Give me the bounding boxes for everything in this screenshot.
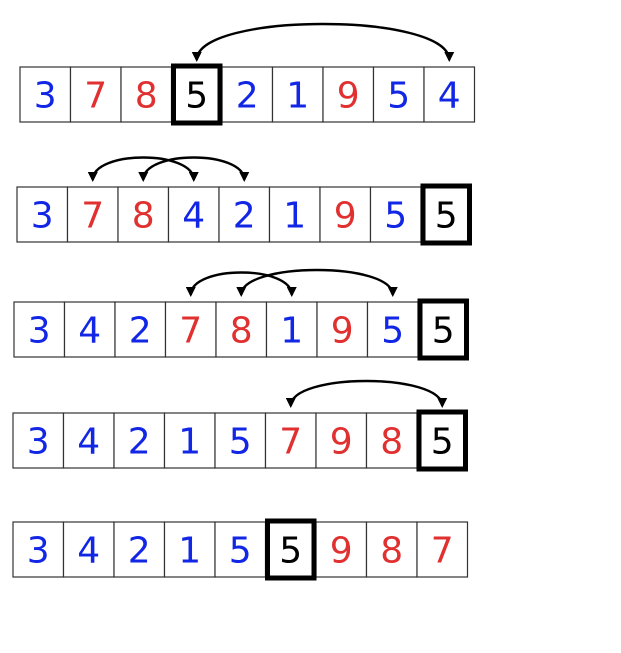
- cell-value: 1: [178, 531, 201, 572]
- array-cell: [114, 301, 167, 358]
- array-cell: [416, 521, 469, 578]
- cell-value: 4: [438, 76, 461, 117]
- array-cell: [62, 412, 115, 469]
- cell-value: 2: [128, 422, 151, 463]
- cell-value: 2: [233, 196, 256, 237]
- array-cell: [215, 301, 268, 358]
- swap-arrow: [236, 268, 398, 297]
- array-cell: [164, 301, 217, 358]
- cell-value: 7: [279, 422, 302, 463]
- cell-value: 5: [381, 311, 404, 352]
- cell-value: 9: [337, 76, 360, 117]
- pivot-cell: [265, 518, 317, 581]
- cell-value: 4: [77, 422, 100, 463]
- cell-value: 9: [330, 531, 353, 572]
- cell-value: 3: [27, 531, 50, 572]
- array-cell: [12, 521, 65, 578]
- cell-value: 5: [229, 531, 252, 572]
- cell-value: 8: [380, 531, 403, 572]
- array-cell: [365, 521, 418, 578]
- cell-value: 7: [84, 76, 107, 117]
- array-cell: [423, 66, 476, 123]
- array-cell: [117, 186, 170, 243]
- cell-value: 1: [286, 76, 309, 117]
- array-cell: [315, 412, 368, 469]
- pivot-value: 5: [185, 76, 208, 117]
- array-cell: [167, 186, 220, 243]
- array-cell: [214, 521, 267, 578]
- pivot-value: 5: [432, 311, 455, 352]
- array-cell: [315, 521, 368, 578]
- pivot-cell: [420, 183, 472, 246]
- cell-value: 8: [230, 311, 253, 352]
- pivot-cell: [416, 409, 468, 472]
- array-cell: [316, 301, 369, 358]
- cell-value: 2: [236, 76, 259, 117]
- cell-value: 1: [280, 311, 303, 352]
- cell-value: 7: [81, 196, 104, 237]
- array-cell: [319, 186, 372, 243]
- cell-value: 4: [182, 196, 205, 237]
- array-cell: [271, 66, 324, 123]
- array-cell: [369, 186, 422, 243]
- cell-value: 9: [330, 422, 353, 463]
- pivot-cell: [417, 298, 469, 361]
- array-cell: [120, 66, 173, 123]
- array-cell: [69, 66, 122, 123]
- array-cell: [322, 66, 375, 123]
- swap-arrow: [87, 156, 199, 182]
- array-cell: [62, 521, 115, 578]
- cell-value: 2: [128, 531, 151, 572]
- cell-value: 3: [34, 76, 57, 117]
- pivot-cell: [171, 63, 223, 126]
- array-cell: [113, 521, 166, 578]
- cell-value: 9: [334, 196, 357, 237]
- cell-value: 2: [129, 311, 152, 352]
- cell-value: 5: [229, 422, 252, 463]
- pivot-value: 5: [431, 422, 454, 463]
- array-cell: [218, 186, 271, 243]
- cell-value: 1: [178, 422, 201, 463]
- array-cell: [19, 66, 72, 123]
- swap-arrow: [185, 271, 297, 297]
- cell-value: 8: [132, 196, 155, 237]
- swap-arrow: [285, 379, 448, 408]
- array-cell: [365, 412, 418, 469]
- cell-value: 9: [331, 311, 354, 352]
- pivot-value: 5: [279, 531, 302, 572]
- array-cell: [372, 66, 425, 123]
- cell-value: 4: [77, 531, 100, 572]
- cell-value: 3: [27, 422, 50, 463]
- array-cell: [63, 301, 116, 358]
- array-cell: [163, 521, 216, 578]
- cell-value: 1: [283, 196, 306, 237]
- cell-value: 5: [387, 76, 410, 117]
- pivot-value: 5: [435, 196, 458, 237]
- swap-arrow: [138, 156, 250, 182]
- cell-value: 3: [31, 196, 54, 237]
- array-cell: [12, 412, 65, 469]
- cell-value: 7: [431, 531, 454, 572]
- cell-value: 8: [135, 76, 158, 117]
- cell-value: 5: [384, 196, 407, 237]
- array-cell: [13, 301, 66, 358]
- swap-arrow: [191, 22, 455, 62]
- array-cell: [16, 186, 69, 243]
- cell-value: 4: [78, 311, 101, 352]
- cell-value: 7: [179, 311, 202, 352]
- cell-value: 8: [380, 422, 403, 463]
- array-cell: [163, 412, 216, 469]
- cell-value: 3: [28, 311, 51, 352]
